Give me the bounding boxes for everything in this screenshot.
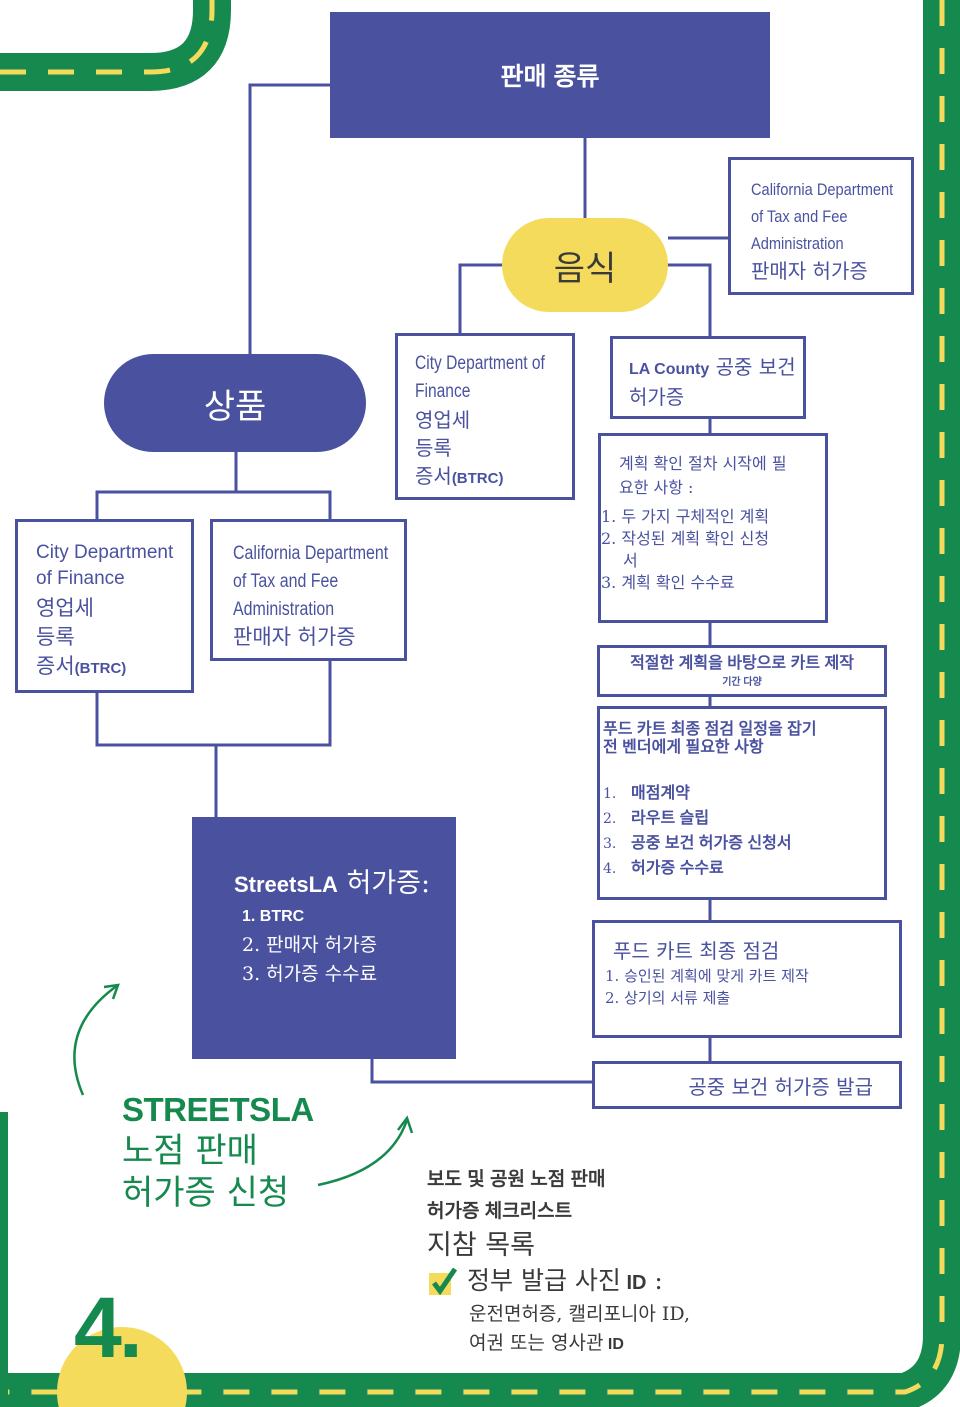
la-county-box: LA County 공중 보건 허가증 — [610, 336, 806, 419]
arrow-to-checklist — [317, 1119, 409, 1187]
final-inspection-box: 푸드 카트 최종 점검 1. 승인된 계획에 맞게 카트 제작 2. 상기의 서… — [592, 920, 902, 1038]
streetsla-permit-box: StreetsLA 허가증: 1. BTRC 2. 판매자 허가증 3. 허가증… — [192, 817, 456, 1059]
goods-city-org: City Department — [36, 542, 174, 563]
la-county-line: 공중 보건 — [709, 355, 796, 379]
final-inspection-item: 1. 승인된 계획에 맞게 카트 제작 — [605, 967, 809, 985]
plan-item: 3. 계획 확인 수수료 — [601, 573, 735, 592]
streetsla-item: 2. 판매자 허가증 — [242, 934, 378, 956]
goods-city-line: 등록 — [36, 625, 75, 649]
goods-pill: 상품 — [104, 354, 366, 452]
brand-line: STREETSLA — [122, 1091, 314, 1128]
food-city-line: 증서(BTRC) — [415, 464, 504, 488]
food-cdtfa-org: California Department of Tax and Fee Adm… — [751, 180, 894, 253]
plan-item: 서 — [623, 551, 638, 570]
goods-city-line: 영업세 — [36, 596, 94, 620]
goods-city-line: 증서(BTRC) — [36, 654, 127, 678]
needs-item: 2.라우트 슬립 — [603, 810, 710, 827]
la-county-line: 허가증 — [629, 385, 685, 409]
step-number: 4. — [74, 1280, 143, 1376]
goods-cdtfa-org: of Tax and Fee — [233, 571, 339, 592]
plan-review-box: 계획 확인 절차 시작에 필 요한 사항 : 1. 두 가지 구체적인 계획 2… — [598, 433, 828, 623]
needs-item: 4.허가증 수수료 — [603, 860, 724, 877]
plan-heading: 요한 사항 : — [619, 478, 694, 497]
food-cdtfa-permit: 판매자 허가증 — [751, 259, 868, 283]
checklist-detail: 운전면허증, 캘리포니아 ID, — [469, 1303, 691, 1325]
streetsla-item: 1. BTRC — [242, 908, 305, 925]
cart-build-box: 적절한 계획을 바탕으로 카트 제작 기간 다양 — [597, 645, 887, 697]
streetsla-title: StreetsLA — [234, 872, 338, 897]
goods-cdtfa-box: California Department of Tax and Fee Adm… — [210, 519, 407, 661]
food-city-line: 영업세 — [415, 408, 471, 432]
streetsla-item: 3. 허가증 수수료 — [242, 963, 378, 985]
goods-city-finance-box: City Department of Finance 영업세 등록 증서(BTR… — [15, 519, 194, 693]
arrow-up-left — [73, 983, 119, 1096]
food-cdtfa-box: California Department of Tax and Fee Adm… — [728, 157, 914, 295]
streetsla-title-ko: 허가증: — [337, 868, 431, 899]
food-pill: 음식 — [502, 218, 668, 312]
checklist-sub: 지참 목록 — [427, 1230, 535, 1261]
checklist-heading: 허가증 체크리스트 — [427, 1201, 573, 1222]
final-inspection-item: 2. 상기의 서류 제출 — [605, 989, 731, 1007]
permit-issued-box: 공중 보건 허가증 발급 — [592, 1061, 902, 1109]
border-top-left-dash — [0, 0, 215, 75]
border-right-dash — [0, 0, 945, 1395]
cart-build-sub: 기간 다양 — [722, 677, 762, 688]
food-label: 음식 — [553, 248, 617, 289]
needs-item: 3.공중 보건 허가증 신청서 — [603, 835, 792, 852]
checklist-block: 보도 및 공원 노점 판매 허가증 체크리스트 지참 목록 정부 발급 사진 I… — [427, 1164, 690, 1359]
sales-type-box: 판매 종류 — [330, 12, 770, 138]
goods-label: 상품 — [203, 386, 267, 427]
inspection-needs-box: 푸드 카트 최종 점검 일정을 잡기 전 벤더에게 필요한 사항 1.매점계약 … — [597, 706, 887, 900]
goods-cdtfa-org: Administration — [233, 599, 335, 620]
border-top-left — [0, 0, 231, 91]
needs-item: 1.매점계약 — [603, 785, 690, 802]
plan-item: 2. 작성된 계획 확인 신청 — [601, 529, 770, 548]
brand-line: 노점 판매 — [122, 1131, 258, 1171]
brand-block: STREETSLA 노점 판매 허가증 신청 — [122, 1090, 314, 1214]
checklist-heading: 보도 및 공원 노점 판매 — [427, 1169, 606, 1190]
brand-line: 허가증 신청 — [122, 1173, 290, 1213]
goods-city-org: of Finance — [36, 568, 125, 589]
food-city-finance-box: City Department of Finance 영업세 등록 증서(BTR… — [395, 333, 575, 500]
checklist-detail: 여권 또는 영사관 ID — [469, 1332, 624, 1354]
check-icon — [429, 1267, 458, 1296]
checklist-item: 정부 발급 사진 ID : — [427, 1264, 690, 1300]
needs-heading: 푸드 카트 최종 점검 일정을 잡기 — [603, 721, 817, 738]
plan-item: 1. 두 가지 구체적인 계획 — [601, 507, 770, 526]
permit-issued-label: 공중 보건 허가증 발급 — [688, 1074, 873, 1099]
food-city-finance-org: City Department of Finance — [415, 353, 545, 402]
la-county-org: LA County — [629, 361, 710, 378]
final-inspection-title: 푸드 카트 최종 점검 — [613, 939, 780, 963]
sales-type-title: 판매 종류 — [500, 63, 600, 91]
needs-heading: 전 벤더에게 필요한 사항 — [603, 739, 764, 756]
goods-cdtfa-permit: 판매자 허가증 — [233, 625, 356, 649]
plan-heading: 계획 확인 절차 시작에 필 — [619, 454, 787, 473]
goods-cdtfa-org: California Department — [233, 543, 389, 564]
cart-build-title: 적절한 계획을 바탕으로 카트 제작 — [630, 655, 854, 672]
step-circle — [57, 1327, 187, 1407]
food-city-line: 등록 — [415, 436, 452, 460]
